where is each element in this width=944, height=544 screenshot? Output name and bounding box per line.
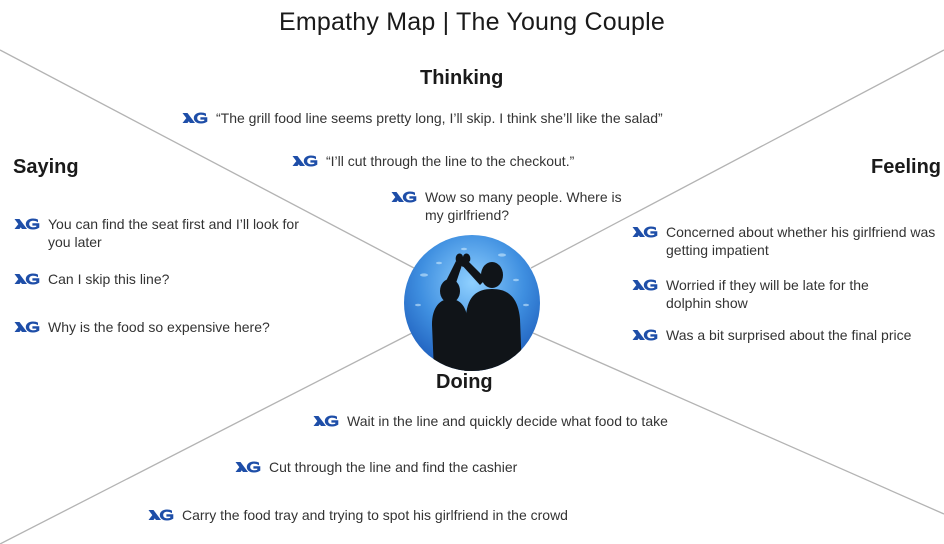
thinking-item: “The grill food line seems pretty long, …: [182, 109, 663, 127]
xg-logo-icon: [391, 191, 417, 203]
doing-item: Wait in the line and quickly decide what…: [313, 412, 668, 430]
xg-logo-icon: [632, 279, 658, 291]
feeling-item-text: Was a bit surprised about the final pric…: [666, 327, 912, 343]
xg-logo-icon: [313, 415, 339, 427]
doing-item-text: Wait in the line and quickly decide what…: [347, 413, 668, 429]
thinking-heading: Thinking: [420, 67, 504, 89]
divider-line-bottom-right: [532, 332, 944, 515]
thinking-item-text: Wow so many people. Where is my girlfrie…: [425, 189, 622, 223]
divider-line-top-right: [530, 49, 944, 269]
saying-item: Can I skip this line?: [14, 270, 169, 288]
doing-heading: Doing: [436, 371, 493, 393]
feeling-item-text: Concerned about whether his girlfriend w…: [666, 224, 936, 258]
page-title: Empathy Map | The Young Couple: [279, 8, 665, 36]
xg-logo-icon: [182, 112, 208, 124]
feeling-item: Concerned about whether his girlfriend w…: [632, 223, 944, 259]
doing-item: Cut through the line and find the cashie…: [235, 458, 517, 476]
saying-item-text: You can find the seat first and I’ll loo…: [48, 216, 299, 250]
xg-logo-icon: [14, 321, 40, 333]
thinking-item: “I’ll cut through the line to the checko…: [292, 152, 574, 170]
saying-item: Why is the food so expensive here?: [14, 318, 270, 336]
xg-logo-icon: [632, 329, 658, 341]
divider-line-bottom-left: [0, 332, 413, 544]
doing-item-text: Cut through the line and find the cashie…: [269, 459, 518, 475]
xg-logo-icon: [14, 218, 40, 230]
xg-logo-icon: [632, 226, 658, 238]
xg-logo-icon: [14, 273, 40, 285]
divider-line-top-left: [0, 49, 415, 269]
feeling-item: Was a bit surprised about the final pric…: [632, 326, 911, 344]
couple-silhouette-image: [404, 235, 540, 371]
saying-heading: Saying: [13, 156, 79, 178]
xg-logo-icon: [292, 155, 318, 167]
saying-item-text: Why is the food so expensive here?: [48, 319, 270, 335]
xg-logo-icon: [235, 461, 261, 473]
doing-item: Carry the food tray and trying to spot h…: [148, 506, 568, 524]
xg-logo-icon: [148, 509, 174, 521]
couple-photo: [404, 235, 540, 371]
thinking-item-text: “I’ll cut through the line to the checko…: [326, 153, 575, 169]
thinking-item: Wow so many people. Where is my girlfrie…: [391, 188, 631, 224]
feeling-item: Worried if they will be late for the dol…: [632, 276, 944, 312]
saying-item: You can find the seat first and I’ll loo…: [14, 215, 314, 251]
doing-item-text: Carry the food tray and trying to spot h…: [182, 507, 568, 523]
feeling-item-text: Worried if they will be late for the dol…: [666, 277, 869, 311]
feeling-heading: Feeling: [871, 156, 942, 178]
thinking-item-text: “The grill food line seems pretty long, …: [216, 110, 663, 126]
saying-item-text: Can I skip this line?: [48, 271, 170, 287]
